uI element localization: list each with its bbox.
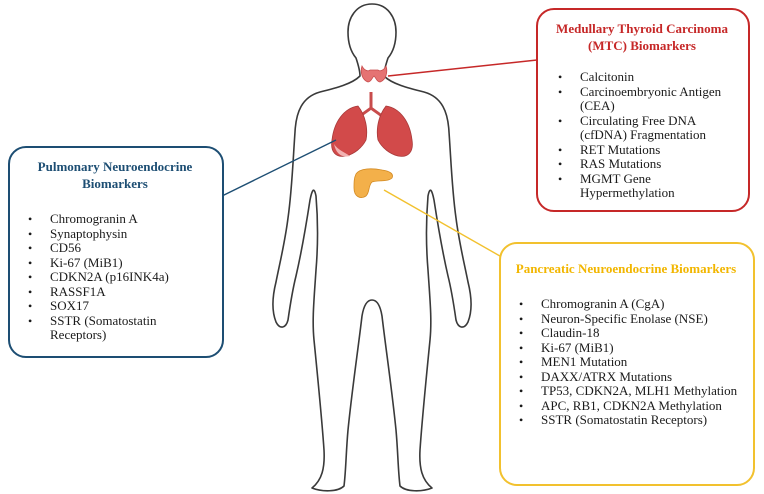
pancreas-icon [353, 168, 393, 198]
list-item: Chromogranin A [28, 211, 214, 227]
list-item: Neuron-Specific Enolase (NSE) [519, 311, 745, 327]
list-item: Carcinoembryonic Antigen (CEA) [558, 84, 738, 114]
list-item: MGMT Gene Hypermethylation [558, 171, 738, 201]
list-item: MEN1 Mutation [519, 354, 745, 370]
list-item: SOX17 [28, 298, 214, 314]
list-item: Chromogranin A (CgA) [519, 296, 745, 312]
pancreatic-title: Pancreatic Neuroendocrine Biomarkers [515, 261, 737, 276]
list-item: SSTR (Somatostatin Receptors) [519, 412, 745, 428]
list-item: Ki-67 (MiB1) [28, 255, 214, 271]
list-item: Claudin-18 [519, 325, 745, 341]
lungs-icon [331, 92, 413, 157]
list-item: RASSF1A [28, 284, 214, 300]
list-item: Ki-67 (MiB1) [519, 340, 745, 356]
list-item: Calcitonin [558, 69, 738, 85]
mtc-list: Calcitonin Carcinoembryonic Antigen (CEA… [546, 69, 738, 201]
mtc-biomarkers-box: Medullary Thyroid Carcinoma (MTC) Biomar… [536, 8, 750, 212]
thyroid-icon [360, 64, 388, 83]
list-item: RAS Mutations [558, 156, 738, 172]
human-body-icon [272, 3, 472, 492]
list-item: SSTR (Somatostatin Receptors) [28, 313, 214, 343]
list-item: CD56 [28, 240, 214, 256]
list-item: TP53, CDKN2A, MLH1 Methylation [519, 383, 745, 399]
pancreatic-list: Chromogranin A (CgA) Neuron-Specific Eno… [507, 296, 745, 428]
pulmonary-connector [221, 139, 337, 197]
list-item: APC, RB1, CDKN2A Methylation [519, 398, 745, 414]
list-item: CDKN2A (p16INK4a) [28, 269, 214, 285]
list-item: Circulating Free DNA (cfDNA) Fragmentati… [558, 113, 738, 143]
list-item: RET Mutations [558, 142, 738, 158]
pulmonary-biomarkers-box: Pulmonary Neuroendocrine Biomarkers Chro… [8, 146, 224, 358]
list-item: Synaptophysin [28, 226, 214, 242]
list-item: DAXX/ATRX Mutations [519, 369, 745, 385]
mtc-connector [387, 59, 538, 77]
mtc-title: Medullary Thyroid Carcinoma (MTC) Biomar… [556, 21, 728, 53]
pulmonary-list: Chromogranin A Synaptophysin CD56 Ki-67 … [16, 211, 214, 343]
pancreatic-biomarkers-box: Pancreatic Neuroendocrine Biomarkers Chr… [499, 242, 755, 486]
pulmonary-title: Pulmonary Neuroendocrine Biomarkers [37, 159, 193, 191]
